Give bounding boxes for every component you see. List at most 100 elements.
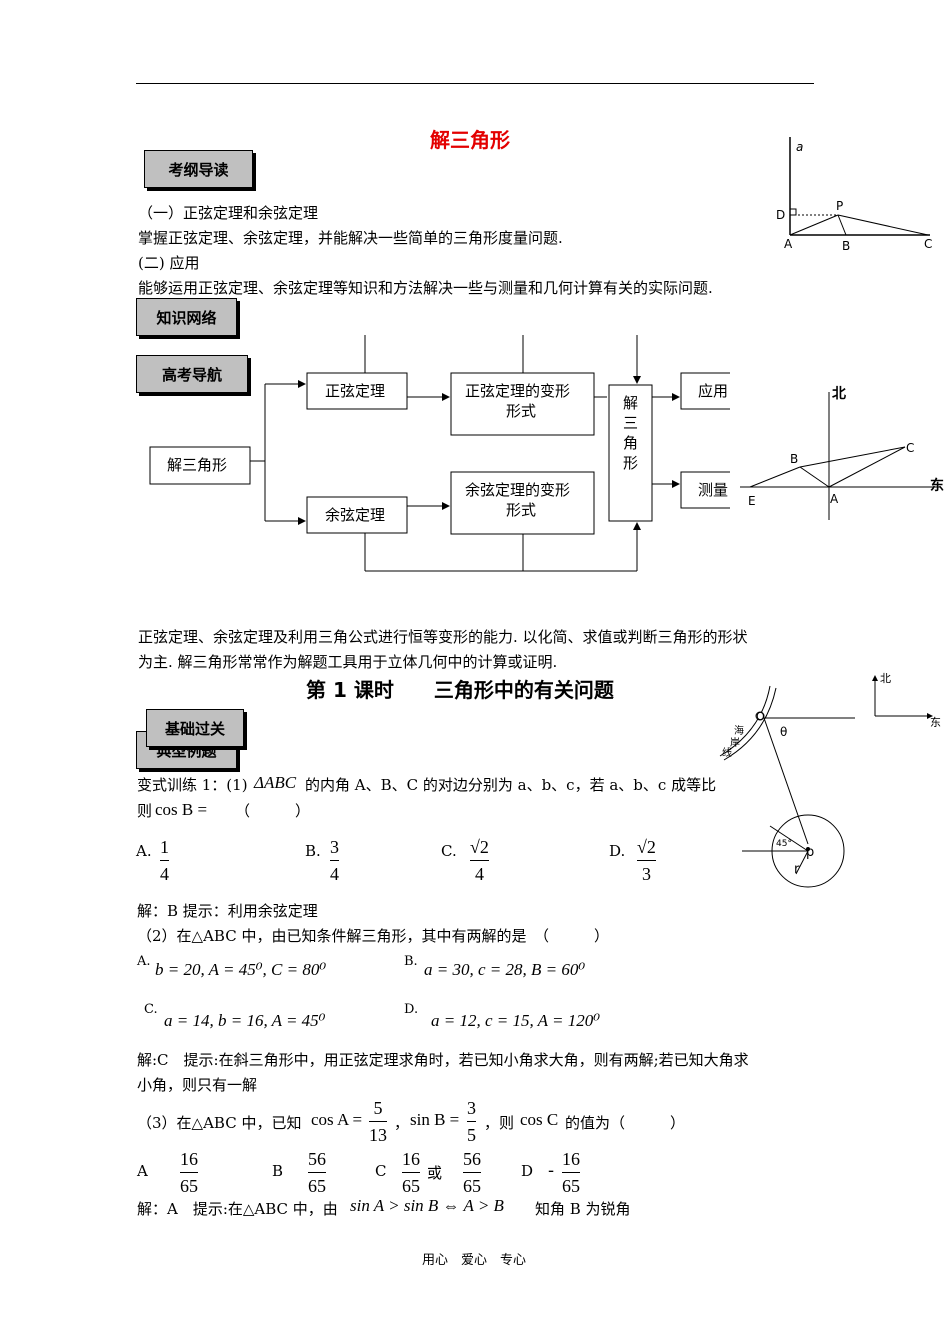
tag-syllabus: 考纲导读 bbox=[144, 150, 253, 188]
knowledge-flowchart: 解三角形 正弦定理 余弦定理 正弦定理的变形 形式 余弦定理的变形 形式 解 三… bbox=[149, 335, 760, 572]
q2-a-label: A. bbox=[137, 954, 151, 969]
q1-expr: cos B = bbox=[155, 800, 208, 819]
q2-b-label: B. bbox=[404, 954, 418, 969]
q2-a: b = 20, A = 45⁰, C = 80⁰ bbox=[155, 960, 327, 979]
flow-solve-2: 三 bbox=[623, 414, 638, 432]
flow-solve-4: 形 bbox=[623, 454, 638, 472]
fig-mid-e: E bbox=[748, 494, 756, 508]
q3-suffix: 的值为（ ） bbox=[565, 1114, 686, 1132]
q2-answer-2: 小角，则只有一解 bbox=[137, 1076, 258, 1094]
fig-bot-o: O bbox=[756, 710, 765, 723]
q3-comma: ， bbox=[394, 1114, 410, 1132]
syllabus-item2-head: (二) 应用 bbox=[138, 254, 200, 272]
fig-mid-north: 北 bbox=[832, 386, 846, 402]
flow-root: 解三角形 bbox=[167, 456, 227, 474]
q1-triangle: ΔABC bbox=[254, 773, 297, 792]
q1-text: 的内角 A、B、C 的对边分别为 a、b、c，若 a、b、c 成等比 bbox=[305, 776, 717, 794]
fig-mid-east: 东 bbox=[930, 477, 944, 494]
fig-top-label-b: B bbox=[842, 239, 850, 253]
q3-prefix: （3）在△ABC 中，已知 bbox=[137, 1114, 302, 1132]
q2-b: a = 30, c = 28, B = 60⁰ bbox=[424, 960, 586, 979]
flow-cosine: 余弦定理 bbox=[325, 506, 385, 524]
syllabus-item1-body: 掌握正弦定理、余弦定理，并能解决一些简单的三角形度量问题. bbox=[138, 229, 563, 247]
figure-compass: 北 东 B C A E bbox=[730, 372, 946, 522]
fig-top-label-a: a bbox=[796, 140, 803, 154]
q2-answer-1: 解:C 提示:在斜三角形中，用正弦定理求角时，若已知小角求大角，则有两解;若已知… bbox=[137, 1051, 749, 1069]
q1-answer: 解：B 提示：利用余弦定理 bbox=[137, 902, 318, 920]
fig-mid-c: C bbox=[906, 441, 914, 455]
q3-answer-math: sin A > sin B ⇔ A > B bbox=[350, 1196, 504, 1215]
fig-bot-p: p bbox=[806, 845, 814, 860]
q1-then: 则 bbox=[137, 802, 153, 820]
q3-opt-c-or: 或 bbox=[427, 1164, 443, 1182]
fig-top-label-p: P bbox=[836, 199, 843, 213]
lesson-title: 第 1 课时 三角形中的有关问题 bbox=[306, 678, 614, 702]
fig-top-label-d: D bbox=[776, 208, 785, 222]
figure-coast: O θ 45° p r 北 东 海 岸 线 bbox=[719, 672, 941, 888]
fig-bot-theta: θ bbox=[780, 725, 787, 739]
q3-cosc: cos C bbox=[520, 1110, 559, 1129]
q3-cosa: cos A = bbox=[311, 1110, 363, 1129]
fig-top-label-c: C bbox=[924, 237, 932, 251]
figure-tower: a D P A B C bbox=[776, 137, 932, 253]
q3-answer-pre: 解：A 提示:在△ABC 中，由 bbox=[137, 1200, 338, 1218]
q3-suffix-pre: ，则 bbox=[484, 1114, 515, 1132]
syllabus-item2-body: 能够运用正弦定理、余弦定理等知识和方法解决一些与测量和几何计算有关的实际问题. bbox=[138, 279, 713, 297]
flow-solve-1: 解 bbox=[623, 394, 638, 412]
q3-opt-d-label: D bbox=[521, 1162, 534, 1180]
page-title: 解三角形 bbox=[430, 128, 510, 152]
flow-measure: 测量 bbox=[698, 481, 728, 499]
flow-sine-var-1: 正弦定理的变形 bbox=[465, 382, 570, 400]
fig-mid-a: A bbox=[830, 492, 839, 506]
q1-opt-c-label: C. bbox=[441, 842, 457, 860]
q3-opt-d-sign: - bbox=[548, 1160, 555, 1181]
q2-c-label: C. bbox=[144, 1002, 158, 1017]
q2-d-label: D. bbox=[404, 1002, 419, 1017]
fig-bot-coast-2: 岸 bbox=[730, 737, 740, 749]
fig-bot-coast-1: 海 bbox=[734, 724, 744, 737]
fig-bot-r: r bbox=[794, 862, 800, 877]
q3-answer-post: 知角 B 为锐角 bbox=[535, 1200, 631, 1218]
tag-basic: 基础过关 bbox=[146, 709, 244, 747]
fig-top-label-a2: A bbox=[784, 237, 793, 251]
q2-text: （2）在△ABC 中，由已知条件解三角形，其中有两解的是 （ ） bbox=[137, 927, 609, 945]
flow-cos-var-2: 形式 bbox=[506, 501, 536, 519]
syllabus-item1-head: （一）正弦定理和余弦定理 bbox=[138, 204, 319, 222]
q1-opt-b-label: B. bbox=[305, 842, 321, 860]
flow-cos-var-1: 余弦定理的变形 bbox=[465, 481, 570, 499]
flow-apply: 应用 bbox=[698, 382, 728, 400]
q3-sinb: sin B = bbox=[410, 1110, 460, 1129]
q2-c: a = 14, b = 16, A = 45⁰ bbox=[164, 1011, 326, 1030]
gaokao-text-1: 正弦定理、余弦定理及利用三角公式进行恒等变形的能力. 以化简、求值或判断三角形的… bbox=[138, 628, 748, 646]
q1-paren: （ ） bbox=[235, 802, 311, 820]
gaokao-text-2: 为主. 解三角形常常作为解题工具用于立体几何中的计算或证明. bbox=[138, 653, 558, 671]
fig-mid-b: B bbox=[790, 452, 798, 466]
flow-solve-3: 角 bbox=[623, 434, 638, 452]
flow-sine-var-2: 形式 bbox=[506, 402, 536, 420]
q1-opt-a-label: A. bbox=[136, 842, 152, 860]
flow-sine: 正弦定理 bbox=[325, 382, 385, 400]
q1-prefix: 变式训练 1：(1) bbox=[137, 776, 248, 794]
q3-opt-b-label: B bbox=[272, 1162, 284, 1180]
fig-bot-angle: 45° bbox=[776, 839, 792, 849]
fig-bot-east: 东 bbox=[930, 716, 941, 729]
tag-gaokao: 高考导航 bbox=[136, 355, 248, 393]
fig-bot-coast-3: 线 bbox=[722, 746, 732, 759]
q3-opt-c-label: C bbox=[375, 1162, 387, 1180]
q2-d: a = 12, c = 15, A = 120⁰ bbox=[431, 1011, 601, 1030]
tag-knowledge: 知识网络 bbox=[136, 298, 237, 336]
q1-opt-d-label: D. bbox=[609, 842, 626, 860]
fig-bot-north: 北 bbox=[880, 672, 891, 685]
header-rule bbox=[136, 83, 814, 84]
